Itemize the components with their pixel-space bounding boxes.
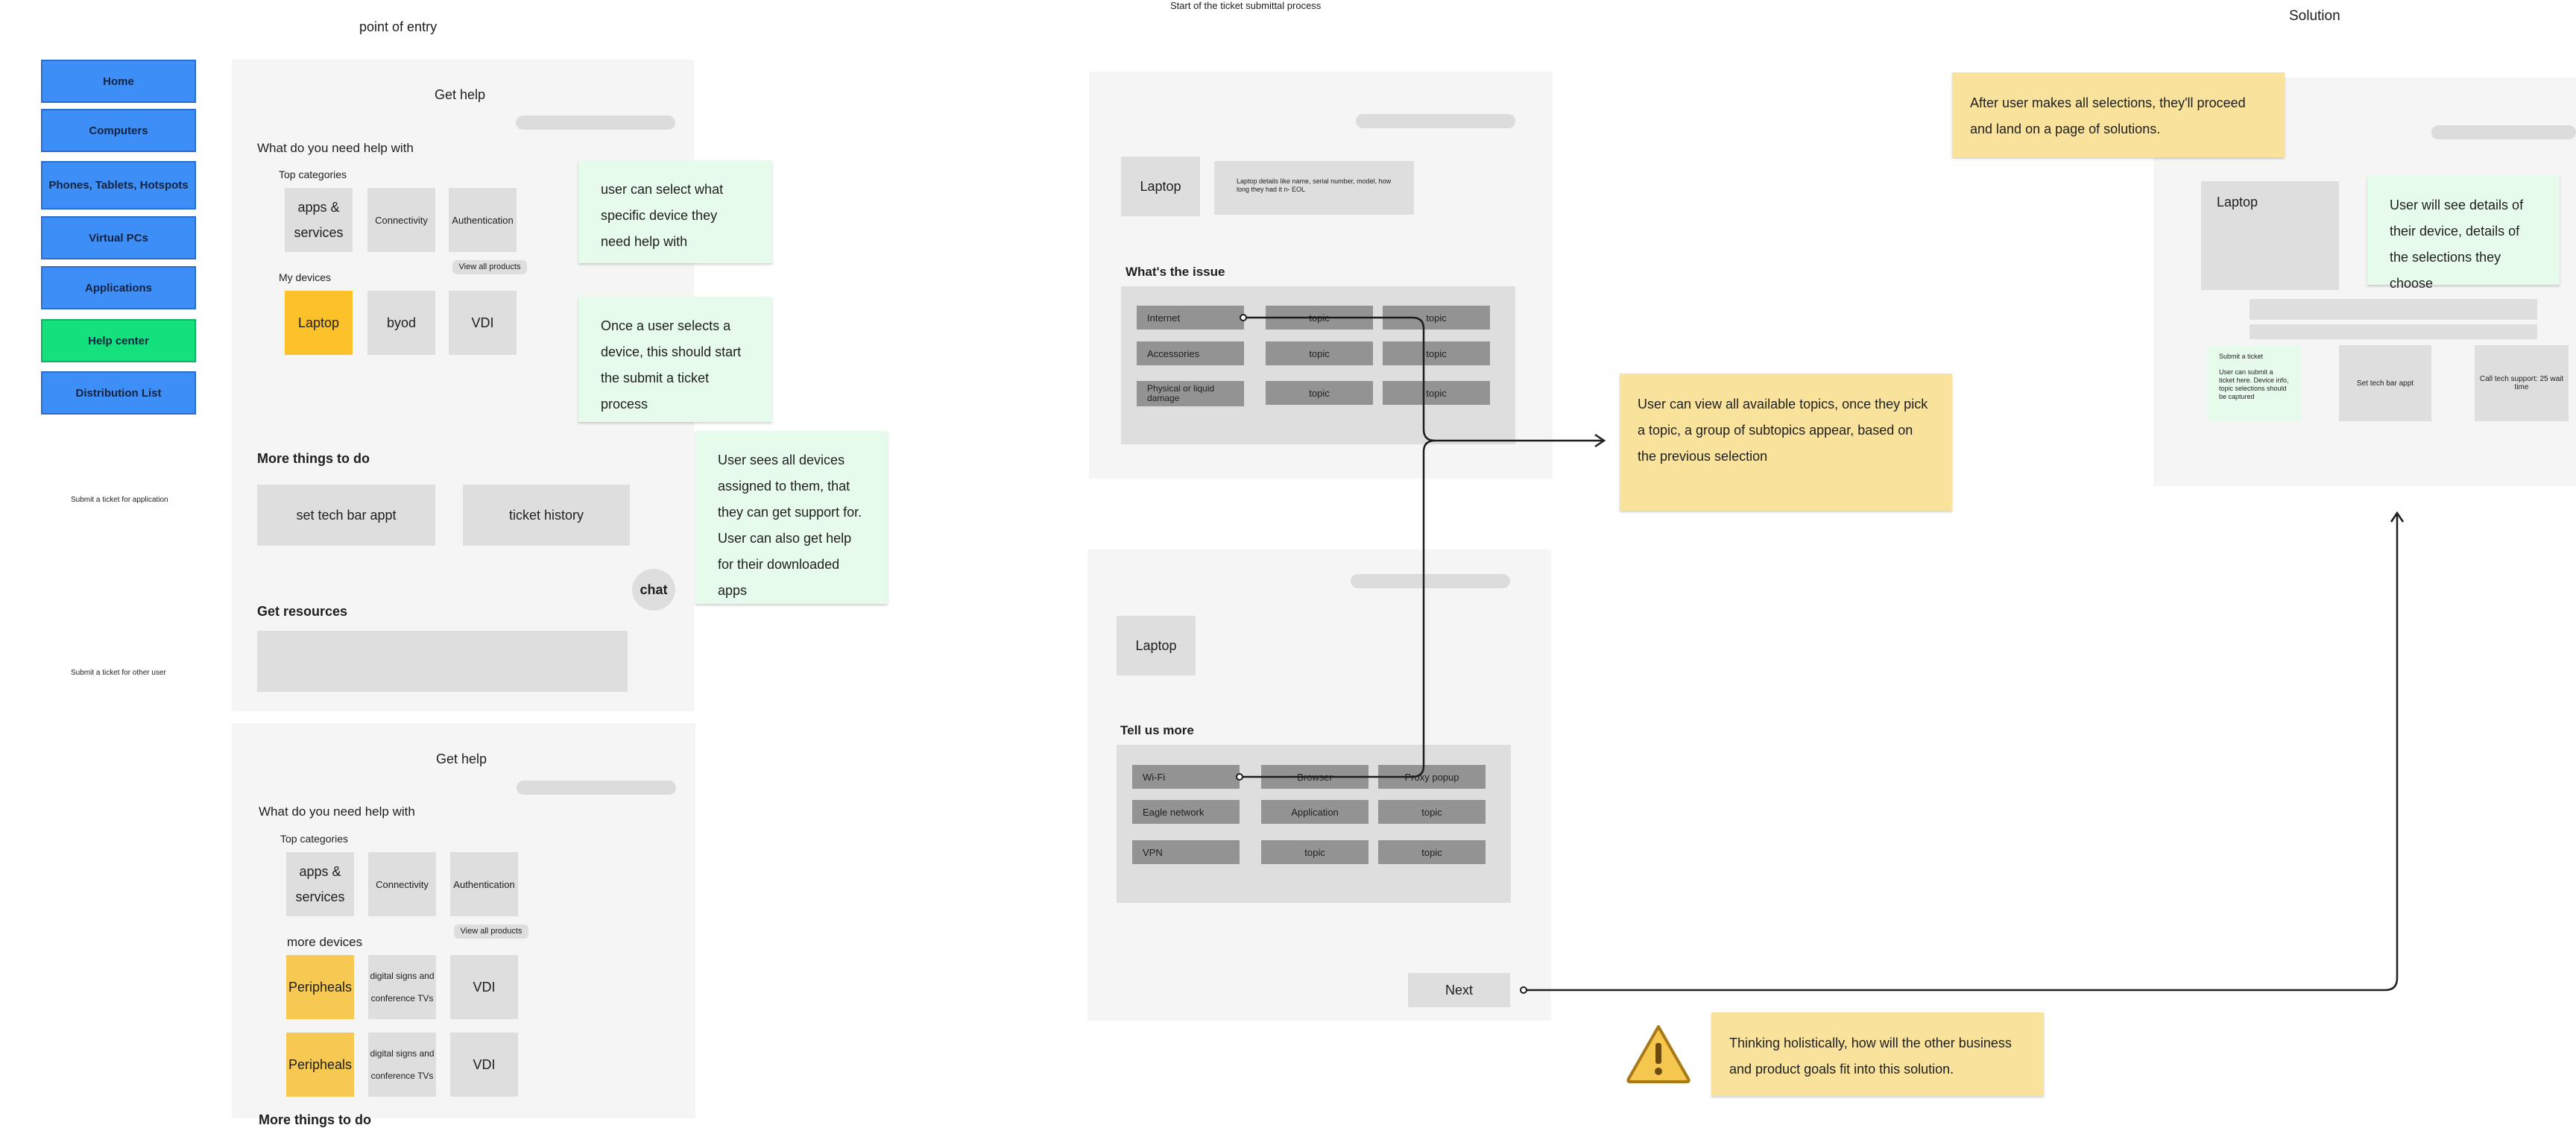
frame2-view-all-button[interactable]: View all products — [454, 924, 528, 939]
nav-virtual-pcs-button[interactable]: Virtual PCs — [41, 216, 196, 259]
frame1-top-categories: Top categories — [279, 168, 347, 180]
tell-heading: Tell us more — [1120, 723, 1194, 737]
nav-help-center-button[interactable]: Help center — [41, 319, 196, 362]
solution-details-bar-2 — [2250, 324, 2537, 339]
nav-computers-button[interactable]: Computers — [41, 109, 196, 152]
issue-chip-topic-6[interactable]: topic — [1383, 381, 1490, 405]
tell-chip-topic-2[interactable]: topic — [1261, 840, 1368, 864]
category-apps-services[interactable]: apps & services — [285, 188, 353, 252]
arrow-internet-to-topics — [1243, 316, 1603, 442]
sticky-see-details: User will see details of their device, d… — [2367, 176, 2560, 291]
sticky-holistic: Thinking holistically, how will the othe… — [1711, 1012, 2044, 1096]
issue-chip-internet[interactable]: Internet — [1137, 306, 1244, 330]
arrow-wifi-to-topics — [1240, 439, 1436, 778]
sticky-after-user: After user makes all selections, they'll… — [1952, 72, 2285, 157]
issue-device-laptop[interactable]: Laptop — [1121, 157, 1200, 216]
frame1-question: What do you need help with — [257, 141, 414, 155]
frame2-title: Get help — [436, 752, 487, 766]
device-vdi[interactable]: VDI — [449, 291, 517, 355]
sticky-selects-device: Once a user selects a device, this shoul… — [578, 297, 772, 422]
nav-phones-button[interactable]: Phones, Tablets, Hotspots — [41, 161, 196, 209]
issue-chip-damage[interactable]: Physical or liquid damage — [1137, 381, 1244, 406]
issue-chip-topic-5[interactable]: topic — [1266, 381, 1373, 405]
warning-icon — [1626, 1024, 1691, 1083]
sticky-view-topics: User can view all available topics, once… — [1620, 374, 1952, 511]
frame2-digital-signs-1[interactable]: digital signs and conference TVs — [368, 955, 436, 1019]
tell-chip-wifi[interactable]: Wi-Fi — [1132, 765, 1240, 789]
connector-dot-wifi — [1236, 773, 1243, 781]
device-laptop-selected[interactable]: Laptop — [285, 291, 353, 355]
solution-device-label: Laptop — [2217, 195, 2258, 209]
frame1-my-devices: My devices — [279, 271, 332, 283]
arrow-next-to-solution — [1524, 514, 2399, 992]
issue-search-placeholder[interactable] — [1356, 114, 1515, 128]
sticky-select-device: user can select what specific device the… — [578, 160, 772, 263]
frame2-category-connectivity[interactable]: Connectivity — [368, 852, 436, 916]
frame2-question: What do you need help with — [259, 804, 415, 819]
frame2-vdi-1[interactable]: VDI — [450, 955, 518, 1019]
tell-chip-eagle-network[interactable]: Eagle network — [1132, 800, 1240, 824]
issue-heading: What's the issue — [1126, 265, 1225, 279]
frame2-peripherals-1[interactable]: Peripheals — [286, 955, 354, 1019]
note-submit-application: Submit a ticket for application — [71, 496, 168, 504]
frame1-view-all-button[interactable]: View all products — [452, 260, 527, 274]
device-byod[interactable]: byod — [367, 291, 435, 355]
frame1-get-resources: Get resources — [257, 604, 348, 619]
issue-device-details-text: Laptop details like name, serial number,… — [1237, 177, 1392, 193]
ticket-history-button[interactable]: ticket history — [463, 485, 630, 546]
frame2-vdi-2[interactable]: VDI — [450, 1033, 518, 1097]
category-authentication[interactable]: Authentication — [449, 188, 517, 252]
chat-button[interactable]: chat — [632, 569, 675, 611]
resources-placeholder — [257, 631, 628, 692]
note-submit-other-user: Submit a ticket for other user — [71, 669, 166, 677]
tell-chip-topic-3[interactable]: topic — [1378, 840, 1486, 864]
tell-search-placeholder[interactable] — [1351, 574, 1510, 588]
frame2-category-apps-services[interactable]: apps & services — [286, 852, 354, 916]
solution-device-laptop[interactable]: Laptop — [2201, 181, 2339, 290]
heading-start-process: Start of the ticket submittal process — [1170, 0, 1322, 11]
frame2-search-placeholder[interactable] — [517, 781, 676, 795]
nav-applications-button[interactable]: Applications — [41, 266, 196, 309]
issue-chip-topic-2[interactable]: topic — [1383, 306, 1490, 330]
frame2-digital-signs-2[interactable]: digital signs and conference TVs — [368, 1033, 436, 1097]
frame2-category-authentication[interactable]: Authentication — [450, 852, 518, 916]
solution-submit-ticket-title: Submit a ticket — [2219, 353, 2264, 360]
frame2-peripherals-2[interactable]: Peripheals — [286, 1033, 354, 1097]
category-connectivity[interactable]: Connectivity — [367, 188, 435, 252]
tell-chip-application[interactable]: Application — [1261, 800, 1368, 824]
sticky-sees-devices: User sees all devices assigned to them, … — [695, 431, 888, 604]
next-button[interactable]: Next — [1408, 973, 1510, 1007]
heading-solution: Solution — [2289, 8, 2340, 24]
frame2-more-devices: more devices — [287, 935, 363, 949]
issue-chip-accessories[interactable]: Accessories — [1137, 341, 1244, 365]
solution-search-placeholder[interactable] — [2431, 125, 2576, 139]
solution-call-support-card[interactable]: Call tech support: 25 wait time — [2475, 345, 2569, 421]
tell-device-laptop[interactable]: Laptop — [1117, 616, 1196, 675]
tell-chip-vpn[interactable]: VPN — [1132, 840, 1240, 864]
connector-dot-internet — [1240, 314, 1247, 321]
frame2-top-categories: Top categories — [280, 833, 349, 845]
heading-point-of-entry: point of entry — [359, 19, 438, 34]
tech-bar-button[interactable]: set tech bar appt — [257, 485, 435, 546]
frame1-search-placeholder[interactable] — [516, 116, 675, 130]
arrowhead-solution — [2390, 511, 2405, 523]
solution-details-bar-1 — [2250, 299, 2537, 320]
frame1-more-things: More things to do — [257, 451, 370, 466]
issue-device-details: Laptop details like name, serial number,… — [1214, 161, 1414, 215]
solution-tech-bar-card[interactable]: Set tech bar appt — [2339, 345, 2431, 421]
frame1-title: Get help — [435, 87, 486, 102]
solution-submit-ticket-body: User can submit a ticket here. Device in… — [2219, 368, 2289, 400]
arrowhead-topics — [1594, 433, 1606, 448]
nav-home-button[interactable]: Home — [41, 60, 196, 103]
solution-submit-ticket-card[interactable]: Submit a ticket User can submit a ticket… — [2208, 345, 2301, 421]
issue-chip-topic-4[interactable]: topic — [1383, 341, 1490, 365]
issue-chip-topic-3[interactable]: topic — [1266, 341, 1373, 365]
nav-distribution-list-button[interactable]: Distribution List — [41, 371, 196, 415]
connector-dot-next — [1520, 986, 1527, 994]
tell-chip-topic-1[interactable]: topic — [1378, 800, 1486, 824]
